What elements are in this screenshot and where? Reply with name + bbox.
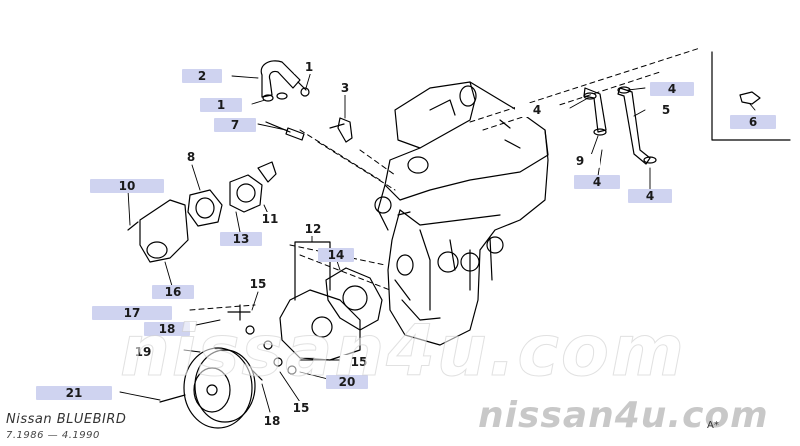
callout-6[interactable]: 6 — [730, 115, 776, 129]
callout-8[interactable]: 8 — [170, 150, 212, 164]
watermark-large: nissan4u.com — [120, 310, 686, 393]
model-years: 7.1986 — 4.1990 — [6, 430, 100, 441]
frame-bracket — [711, 51, 791, 141]
leader-lines — [119, 67, 756, 413]
callout-4-c[interactable]: 4 — [574, 175, 620, 189]
callout-4-b[interactable]: 4 — [650, 82, 694, 96]
callout-2[interactable]: 2 — [182, 69, 222, 83]
callout-4-d[interactable]: 4 — [628, 189, 672, 203]
diagram-code: A* — [707, 420, 719, 431]
thermostat-housing — [127, 161, 277, 263]
callout-16[interactable]: 16 — [152, 285, 194, 299]
watermark-small: nissan4u.com — [478, 395, 769, 436]
callout-14[interactable]: 14 — [318, 248, 354, 262]
callout-18-b[interactable]: 18 — [252, 414, 292, 428]
callout-1-lower[interactable]: 1 — [200, 98, 242, 112]
callout-3[interactable]: 3 — [326, 81, 364, 95]
callout-15-a[interactable]: 15 — [240, 277, 276, 291]
dashed-leaders — [189, 47, 701, 311]
callout-11[interactable]: 11 — [252, 212, 288, 226]
callout-20[interactable]: 20 — [326, 375, 368, 389]
callout-19[interactable]: 19 — [108, 345, 178, 359]
callout-5[interactable]: 5 — [646, 103, 686, 117]
callout-15-b[interactable]: 15 — [340, 355, 378, 369]
callout-12[interactable]: 12 — [296, 222, 330, 236]
bypass-hoses — [583, 86, 761, 165]
callout-1-upper[interactable]: 1 — [294, 60, 324, 74]
upper-hoses — [260, 60, 353, 143]
callout-7[interactable]: 7 — [214, 118, 256, 132]
model-title: Nissan BLUEBIRD — [6, 412, 127, 427]
callout-9[interactable]: 9 — [560, 154, 600, 168]
water-pump-pulley — [159, 347, 263, 429]
callout-13[interactable]: 13 — [220, 232, 262, 246]
callout-17[interactable]: 17 — [92, 306, 172, 320]
callout-21[interactable]: 21 — [36, 386, 112, 400]
callout-4-a[interactable]: 4 — [515, 103, 559, 117]
callout-18-a[interactable]: 18 — [144, 322, 190, 336]
callout-10[interactable]: 10 — [90, 179, 164, 193]
callout-15-c[interactable]: 15 — [282, 401, 320, 415]
engine-block-outline — [374, 81, 549, 346]
